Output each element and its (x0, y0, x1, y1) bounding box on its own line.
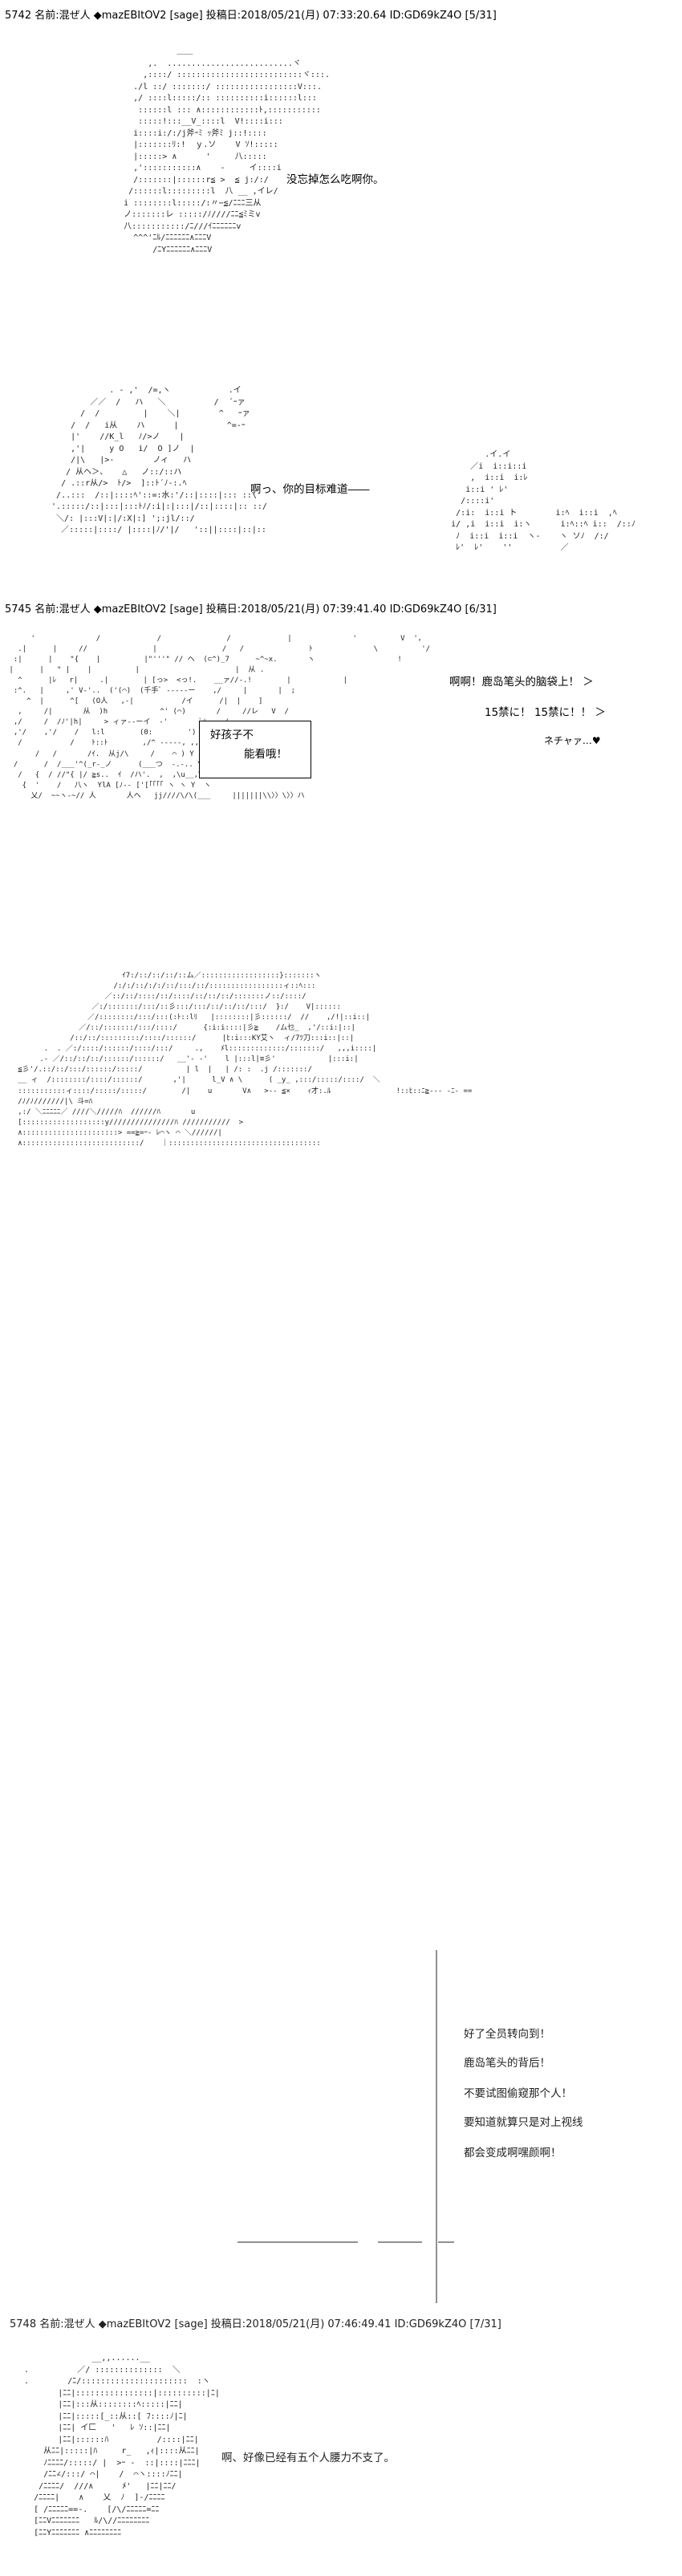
post-header: 5748 名前:混ぜ人 ◆mazEBItOV2 [sage] 投稿日:2018/… (10, 2318, 501, 2330)
dialogue-line: 15禁に！ 15禁に！！ ＞ (485, 706, 606, 719)
sound-effect: ネチャァ…♥ (544, 735, 601, 746)
ascii-art-crowd-silhouettes: .イ.イ ／i i::i::i , i::i i:ﾚ i::i ' ﾚ' /::… (451, 450, 635, 552)
dialogue-line: 没忘掉怎么吃啊你。 (286, 173, 384, 186)
post-header: 5745 名前:混ぜ人 ◆mazEBItOV2 [sage] 投稿日:2018/… (5, 603, 497, 616)
speech-box (199, 721, 311, 778)
ascii-art-figure-large: ｲ7:/::/::/::/::ム／::::::::::::::::::}::::… (5, 971, 583, 2537)
ascii-art-figure-girl: ＿＿ ,. ..........................ヾ ,::::/… (124, 47, 330, 254)
dialogue-line: 好了全员转向到！ (464, 2028, 550, 2041)
scene-lines (237, 1950, 454, 2303)
speech-box-text: 能看哦！ (244, 748, 287, 761)
dialogue-line: 都会变成啊嘿颜啊！ (464, 2147, 562, 2160)
dialogue-line: 啊っ、你的目标难道―― (250, 483, 370, 496)
dialogue-line: 要知道就算只是对上视线 (464, 2116, 583, 2129)
ascii-art-figure-boy: . - ,' /=,ヽ .イ ／／ / ハ ＼ / ´ｰァ / / | ＼| ^… (51, 386, 267, 534)
dialogue-line: 啊、好像已经有五个人腰力不支了。 (221, 2452, 395, 2464)
dialogue-line: 啊啊！鹿岛笔头的脑袋上！ ＞ (449, 676, 594, 689)
ascii-art-figure-hooded: __,,......__ . ／/ :::::::::::::: ＼ . /ﾆ/… (24, 2354, 220, 2537)
dialogue-line: 不要试图偷窥那个人！ (464, 2087, 572, 2100)
dialogue-line: 鹿岛笔头的背后！ (464, 2057, 550, 2070)
speech-box-text: 好孩子不 (210, 729, 254, 742)
post-header: 5742 名前:混ぜ人 ◆mazEBItOV2 [sage] 投稿日:2018/… (5, 10, 497, 22)
